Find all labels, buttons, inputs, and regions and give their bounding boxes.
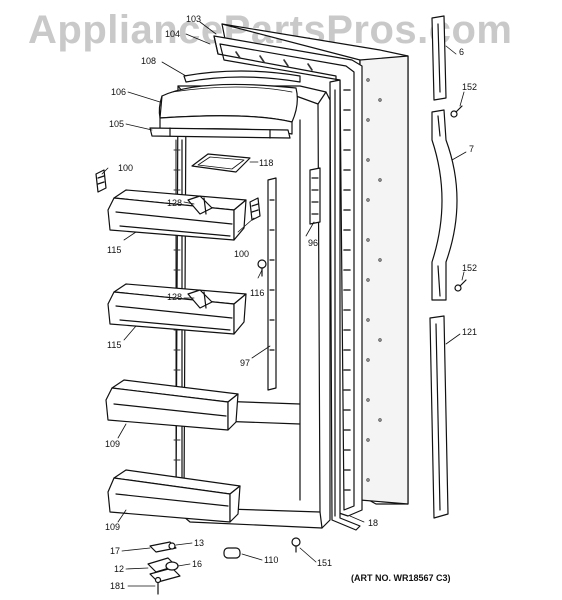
bin-support-left xyxy=(95,169,107,193)
door-bin-upper xyxy=(107,189,247,241)
bin-support-right xyxy=(249,197,261,221)
callout-labels: 103 104 108 106 105 118 100 128 100 96 1… xyxy=(105,14,477,591)
callout-16: 16 xyxy=(192,559,202,569)
callout-152-lower: 152 xyxy=(462,263,477,273)
plug-button-151 xyxy=(291,537,301,553)
callout-108: 108 xyxy=(141,56,156,66)
door-bin-109-lower xyxy=(107,469,241,523)
callout-100-left: 100 xyxy=(118,163,133,173)
door-stop-116 xyxy=(257,259,267,277)
callout-6: 6 xyxy=(459,47,464,57)
callout-118: 118 xyxy=(259,158,273,168)
callout-128-lower: 128 xyxy=(167,292,182,302)
bearing-13 xyxy=(168,542,176,550)
callout-109-upper: 109 xyxy=(105,439,120,449)
callout-109-lower: 109 xyxy=(105,522,120,532)
nameplate xyxy=(191,153,251,173)
callout-18: 18 xyxy=(368,518,378,528)
callout-181: 181 xyxy=(110,581,125,591)
handle-trim-121 xyxy=(429,315,449,519)
door-handle xyxy=(431,109,458,301)
callout-116: 116 xyxy=(250,288,264,298)
callout-151: 151 xyxy=(317,558,332,568)
callout-7: 7 xyxy=(469,144,474,154)
callout-115-lower: 115 xyxy=(107,340,121,350)
handle-cap xyxy=(431,15,447,101)
callout-110: 110 xyxy=(264,555,278,565)
art-number: (ART NO. WR18567 C3) xyxy=(351,573,451,583)
callout-105: 105 xyxy=(109,119,124,129)
callout-96: 96 xyxy=(308,238,318,248)
callout-106: 106 xyxy=(111,87,126,97)
callout-128-upper: 128 xyxy=(167,198,182,208)
breaker-strip xyxy=(329,79,361,531)
screw-152-upper xyxy=(450,105,463,118)
door-closer-110 xyxy=(223,547,241,559)
door-bin-109-upper xyxy=(105,379,239,431)
callout-152-upper: 152 xyxy=(462,82,477,92)
rail-97 xyxy=(267,177,277,391)
leader-lines xyxy=(101,21,467,587)
door-bin-middle xyxy=(107,283,247,335)
callout-17: 17 xyxy=(110,546,120,556)
dairy-compartment xyxy=(149,70,301,139)
callout-115-upper: 115 xyxy=(107,245,121,255)
callout-13: 13 xyxy=(194,538,204,548)
callout-97: 97 xyxy=(240,358,250,368)
callout-121: 121 xyxy=(462,327,477,337)
cam-16 xyxy=(165,561,179,571)
callout-100-right: 100 xyxy=(234,249,249,259)
callout-12: 12 xyxy=(114,564,124,574)
screw-181 xyxy=(154,576,162,595)
callout-104: 104 xyxy=(165,29,180,39)
rail-96 xyxy=(309,167,321,225)
door-gasket xyxy=(213,35,363,517)
screw-152-lower xyxy=(454,279,467,292)
watermark: AppliancePartsPros.com xyxy=(28,8,513,52)
callout-103: 103 xyxy=(186,14,201,24)
